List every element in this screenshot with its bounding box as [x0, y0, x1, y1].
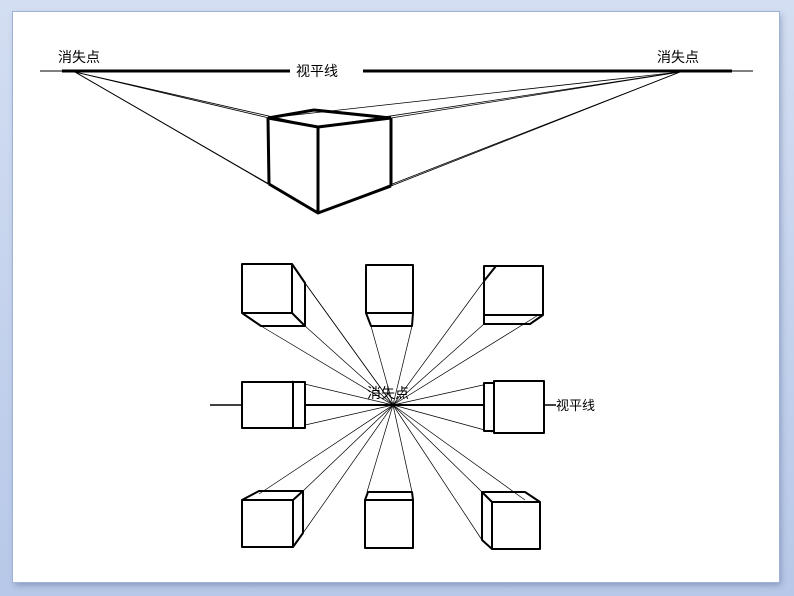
cube-top-left [241, 263, 306, 327]
radial-vanishing-lines [258, 264, 541, 541]
horizon-label-top: 视平线 [296, 64, 338, 80]
cube-middle-left [241, 381, 306, 429]
vanishing-point-label-right: 消失点 [657, 50, 699, 66]
cube-bottom-middle [364, 491, 414, 549]
cube-bottom-right [481, 491, 541, 550]
one-point-perspective: 消失点 视平线 [210, 263, 595, 550]
two-point-cube [266, 108, 393, 215]
right-vanishing-lines [267, 71, 681, 214]
one-point-cubes [241, 263, 545, 550]
cube-bottom-left [241, 490, 304, 548]
two-point-perspective: 视平线 消失点 消失点 [40, 50, 753, 215]
cube-top-middle [365, 264, 414, 327]
vanishing-point-label-center: 消失点 [367, 386, 409, 402]
cube-middle-right [483, 380, 545, 434]
cube-top-right [483, 265, 544, 325]
horizon-label-right: 视平线 [556, 399, 595, 414]
vanishing-point-label-left: 消失点 [58, 50, 100, 66]
